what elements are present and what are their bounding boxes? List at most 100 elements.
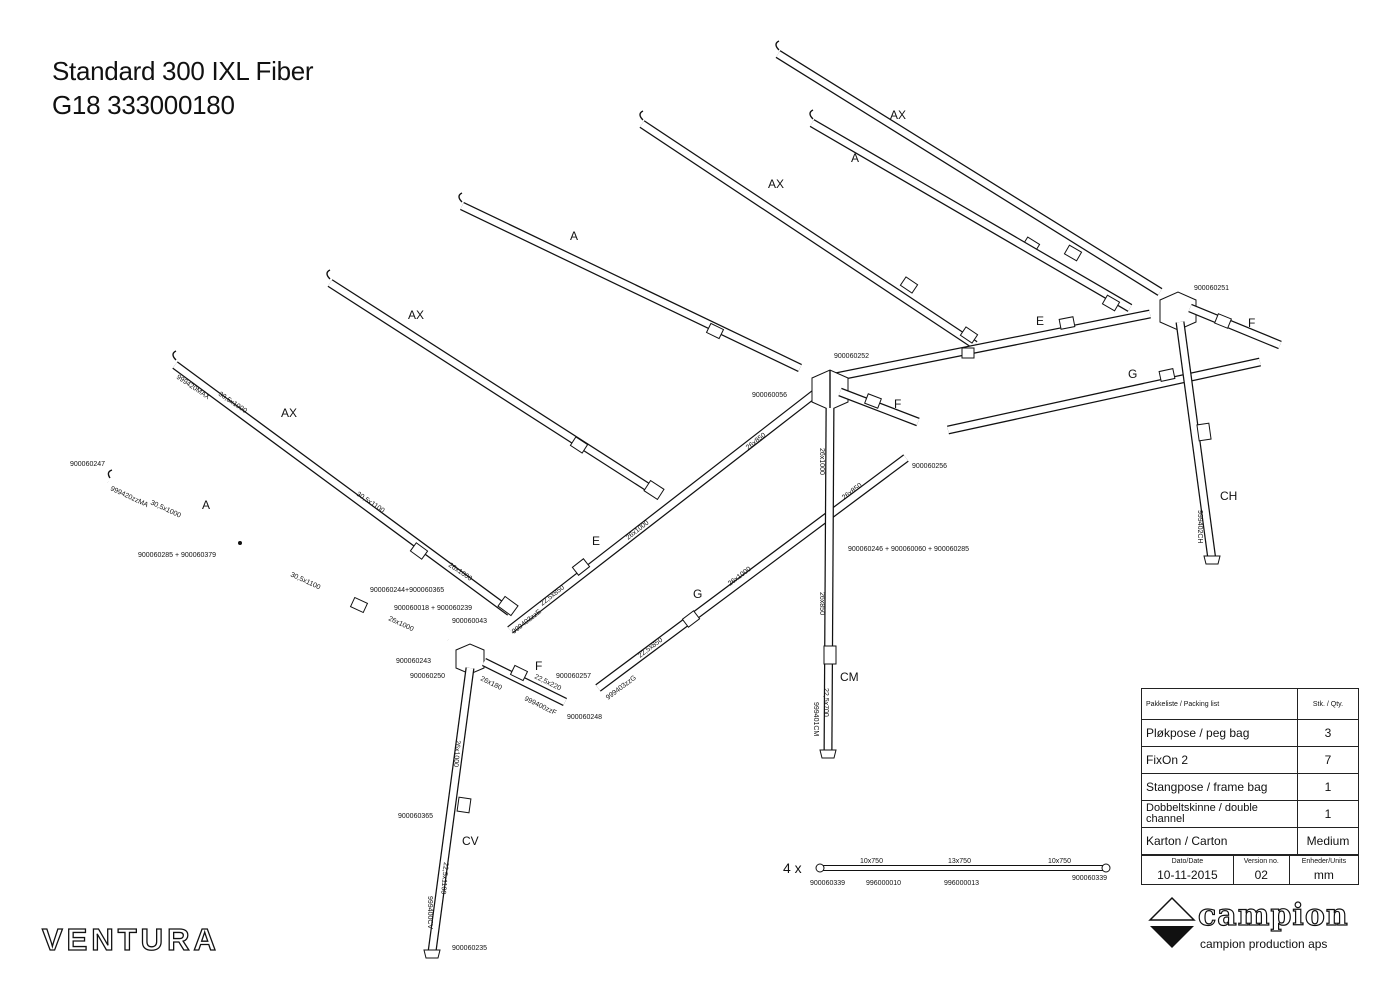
dim-channel-2: 13x750 (948, 858, 971, 865)
label-f-left: F (535, 659, 542, 673)
dim-cm-2: 26x850 (818, 592, 825, 615)
code-900060246-060-285: 900060246 + 900060060 + 900060285 (848, 546, 969, 553)
dim-cv-2: 22,5x1100 (439, 862, 449, 895)
code-900060056: 900060056 (752, 392, 787, 399)
label-g-left: G (693, 587, 702, 601)
dim-channel-1: 10x750 (860, 858, 883, 865)
packing-item: FixOn 2 (1141, 746, 1298, 774)
diagram-title: Standard 300 IXL Fiber (52, 56, 314, 86)
code-999402CH: 999402CH (1196, 510, 1203, 543)
campion-logo-icon (1148, 896, 1196, 948)
code-900060244-365: 900060244+900060365 (370, 587, 444, 594)
label-ax-1: AX (281, 406, 297, 420)
packing-qty: 3 (1297, 719, 1359, 747)
f-pole-centre (838, 387, 920, 427)
packing-header-item: Pakkeliste / Packing list (1141, 688, 1298, 720)
dim-cm-1: 26x1000 (818, 448, 825, 475)
packing-item: Pløkpose / peg bag (1141, 719, 1298, 747)
packing-row: FixOn 2 7 (1141, 746, 1359, 774)
label-a-2: A (570, 229, 578, 243)
rafter-ax-1 (172, 350, 519, 617)
left-corner-connector (455, 643, 485, 675)
code-900060256: 900060256 (912, 463, 947, 470)
packing-row: Dobbeltskinne / double channel 1 (1141, 800, 1359, 828)
version-label: Version no. (1232, 855, 1290, 866)
code-900060018-239: 900060018 + 900060239 (394, 605, 472, 612)
label-e-left: E (592, 534, 600, 548)
packing-item: Dobbeltskinne / double channel (1141, 800, 1298, 828)
code-900060339-a: 900060339 (810, 880, 845, 887)
dim-e-left-2: 26x1000 (625, 519, 651, 541)
label-ax-2: AX (408, 308, 424, 322)
code-999401CM: 999401CM (812, 702, 819, 736)
label-cm: CM (840, 670, 859, 684)
code-900060257: 900060257 (556, 673, 591, 680)
label-ch: CH (1220, 489, 1237, 503)
unit-value: mm (1288, 866, 1360, 885)
code-900060285-379: 900060285 + 900060379 (138, 552, 216, 559)
packing-row: Stangpose / frame bag 1 (1141, 773, 1359, 801)
packing-row: Karton / Carton Medium (1141, 827, 1359, 855)
rafter-a-back (809, 109, 1133, 312)
document-meta: Dato/Date Version no. Enheder/Units 10-1… (1141, 855, 1360, 885)
code-900060235: 900060235 (452, 945, 487, 952)
leg-cm (819, 407, 837, 759)
code-900060250: 900060250 (410, 673, 445, 680)
rafter-ax-3 (639, 110, 979, 349)
packing-row: Pløkpose / peg bag 3 (1141, 719, 1359, 747)
label-g-right: G (1128, 367, 1137, 381)
right-corner-connector (1159, 291, 1197, 331)
date-value: 10-11-2015 (1141, 866, 1234, 885)
g-pole-right (947, 357, 1261, 435)
dim-channel-3: 10x750 (1048, 858, 1071, 865)
unit-label: Enheder/Units (1288, 855, 1360, 866)
code-996000010: 996000010 (866, 880, 901, 887)
label-e-right: E (1036, 314, 1044, 328)
g-pole-left (595, 454, 909, 692)
packing-header-qty: Stk. / Qty. (1297, 688, 1359, 720)
packing-qty: Medium (1297, 827, 1359, 855)
rafter-a-front (106, 469, 450, 643)
eaves-pole-e-right (829, 309, 1151, 383)
dim-cm-3: 22,5x700 (822, 688, 829, 717)
label-a-front: A (202, 498, 210, 512)
label-ax-3: AX (768, 177, 784, 191)
ventura-logo: VENTURA (41, 921, 220, 957)
double-channel-part (815, 863, 1111, 873)
dim-f-left-1: 26x180 (479, 676, 503, 692)
packing-qty: 1 (1297, 800, 1359, 828)
f-pole-right (1188, 303, 1282, 350)
f-pole-left (482, 657, 567, 707)
code-900060248: 900060248 (567, 714, 602, 721)
packing-qty: 7 (1297, 746, 1359, 774)
packing-item: Karton / Carton (1141, 827, 1298, 855)
eaves-pole-e-left (507, 384, 825, 634)
product-code: G18 333000180 (52, 90, 235, 120)
leg-ch (1175, 321, 1221, 565)
label-cv: CV (462, 834, 479, 848)
code-900060043: 900060043 (452, 618, 487, 625)
centre-connector (811, 369, 849, 411)
label-f-right: F (1248, 316, 1255, 330)
code-900060251: 900060251 (1194, 285, 1229, 292)
rafter-a-2 (458, 192, 802, 373)
code-999400CV: 999400CV (426, 896, 433, 929)
campion-logo: campion (1197, 897, 1349, 933)
dim-e-left-1: 22,5x850 (539, 584, 566, 607)
channel-quantity: 4 x (783, 860, 802, 876)
packing-list-header: Pakkeliste / Packing list Stk. / Qty. (1141, 688, 1359, 720)
code-900060252: 900060252 (834, 353, 869, 360)
leg-cv (423, 667, 475, 959)
packing-qty: 1 (1297, 773, 1359, 801)
code-900060365: 900060365 (398, 813, 433, 820)
packing-list: Pakkeliste / Packing list Stk. / Qty. Pl… (1141, 688, 1359, 855)
label-a-back: A (851, 151, 859, 165)
label-ax-back: AX (890, 108, 906, 122)
code-996000013: 996000013 (944, 880, 979, 887)
dim-a-front-1: 30,5x1000 (149, 499, 182, 519)
dim-cv-1: 26x1000 (452, 740, 461, 767)
campion-subtitle: campion production aps (1200, 937, 1328, 951)
label-f-centre: F (894, 397, 901, 411)
rafter-ax-2 (326, 269, 665, 501)
